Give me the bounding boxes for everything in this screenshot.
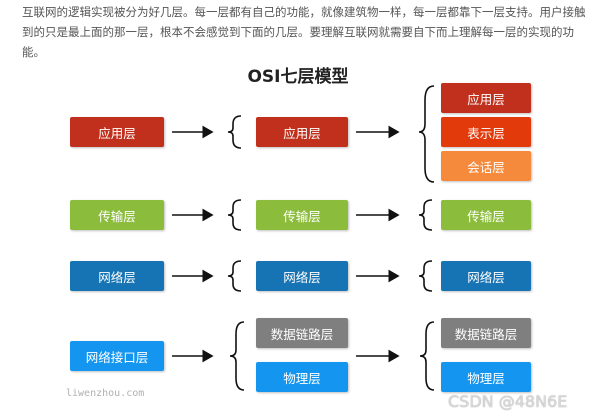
col3-datalink-label: 数据链路层 <box>454 326 518 342</box>
brace-col3-link <box>419 321 435 391</box>
brace-col2-network <box>227 260 242 292</box>
col3-presentation-layer: 表示层 <box>441 117 531 147</box>
brace-col2-app <box>227 115 242 149</box>
site-watermark: liwenzhou.com <box>66 388 145 399</box>
col3-network-layer: 网络层 <box>441 261 531 291</box>
col2-physical-label: 物理层 <box>283 370 321 386</box>
col3-physical-label: 物理层 <box>467 370 505 386</box>
col2-transport-label: 传输层 <box>283 208 321 224</box>
col3-transport-label: 传输层 <box>467 208 505 224</box>
col1-transport-label: 传输层 <box>98 208 136 224</box>
brace-col3-network <box>418 260 433 292</box>
brace-col2-transport <box>227 199 242 231</box>
col3-session-label: 会话层 <box>467 159 505 175</box>
col3-datalink-layer: 数据链路层 <box>441 318 531 348</box>
col1-network-label: 网络层 <box>98 269 136 285</box>
col1-network-layer: 网络层 <box>70 261 164 291</box>
col2-network-layer: 网络层 <box>256 261 348 291</box>
col2-network-label: 网络层 <box>283 269 321 285</box>
col1-transport-layer: 传输层 <box>70 200 164 230</box>
col1-link-layer: 网络接口层 <box>70 341 164 371</box>
col3-presentation-label: 表示层 <box>467 125 505 141</box>
diagram-title: OSI七层模型 <box>247 67 349 87</box>
brace-col3-app <box>418 85 435 183</box>
col1-link-label: 网络接口层 <box>85 349 149 365</box>
csdn-watermark: CSDN @48N6E <box>448 392 568 411</box>
col3-session-layer: 会话层 <box>441 151 531 181</box>
col3-application-layer: 应用层 <box>441 83 531 113</box>
brace-col2-link <box>229 321 245 391</box>
intro-paragraph: 互联网的逻辑实现被分为好几层。每一层都有自己的功能，就像建筑物一样，每一层都靠下… <box>22 5 586 59</box>
col1-application-label: 应用层 <box>98 125 136 141</box>
col3-physical-layer: 物理层 <box>441 362 531 392</box>
col3-network-label: 网络层 <box>467 269 505 285</box>
col3-transport-layer: 传输层 <box>441 200 531 230</box>
col2-transport-layer: 传输层 <box>256 200 348 230</box>
col2-application-layer: 应用层 <box>256 117 348 147</box>
col1-application-layer: 应用层 <box>70 117 164 147</box>
brace-col3-transport <box>418 199 433 231</box>
col2-datalink-layer: 数据链路层 <box>256 318 348 348</box>
col2-application-label: 应用层 <box>283 125 321 141</box>
col3-application-label: 应用层 <box>467 91 505 107</box>
col2-datalink-label: 数据链路层 <box>270 326 334 342</box>
col2-physical-layer: 物理层 <box>256 362 348 392</box>
